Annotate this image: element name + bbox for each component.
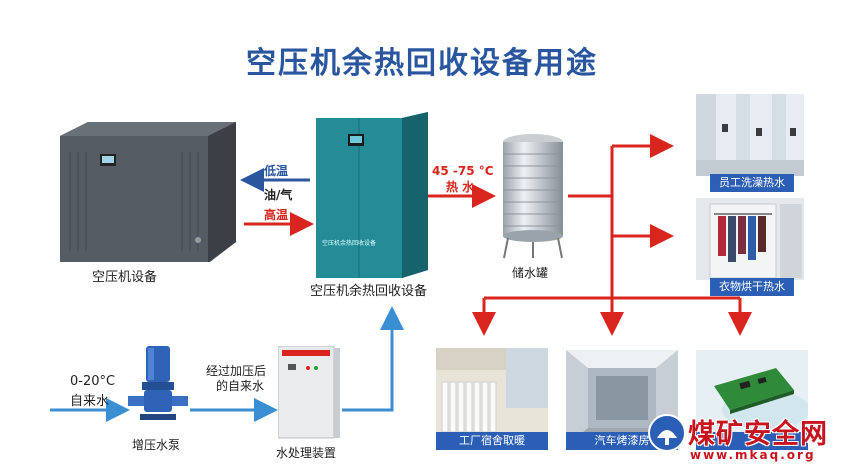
compressor-image (60, 122, 236, 262)
pump-label: 增压水泵 (132, 438, 181, 452)
hot-water-temp-label: 45 -75 °C (432, 164, 494, 178)
tank-label: 储水罐 (512, 266, 549, 280)
clothes-caption: 衣物烘干热水 (710, 278, 794, 296)
recovery-cabinet-image (316, 112, 428, 278)
pressurized-label-1: 经过加压后 (206, 364, 267, 378)
dorm-caption: 工厂宿舍取暖 (436, 432, 548, 450)
brand-name: 煤矿安全网 (688, 419, 828, 450)
clothes-photo (696, 198, 804, 280)
shower-caption: 员工洗澡热水 (710, 174, 794, 192)
electronic-photo (696, 350, 808, 446)
treatment-label: 水处理装置 (276, 446, 337, 460)
arrow-treatment-to-recovery (342, 306, 404, 412)
treatment-image (278, 346, 340, 439)
page-title: 空压机余热回收设备用途 (246, 46, 598, 81)
cabinet-plate-text: 空压机余热回收设备 (322, 240, 377, 247)
brand-url: www.mkaq.org (690, 448, 816, 462)
electronic-caption (696, 432, 808, 450)
hot-water-label: 热 水 (446, 180, 475, 194)
pump-image (128, 346, 188, 420)
recovery-label: 空压机余热回收设备 (310, 284, 428, 299)
oil-gas-label: 油/气 (264, 188, 293, 202)
watermark: 煤矿安全网 www.mkaq.org (646, 412, 844, 465)
tank-image (503, 134, 563, 259)
brand-logo-icon (648, 414, 686, 452)
high-temp-label: 高温 (264, 208, 289, 222)
tap-water-label: 自来水 (70, 394, 110, 409)
compressor-label: 空压机设备 (92, 270, 158, 285)
shower-photo (696, 94, 804, 176)
low-temp-label: 低温 (264, 164, 289, 178)
inlet-temp-label: 0-20°C (70, 374, 116, 389)
pressurized-label-2: 的自来水 (216, 379, 265, 393)
dorm-photo (436, 348, 548, 446)
paint-photo (566, 350, 678, 446)
